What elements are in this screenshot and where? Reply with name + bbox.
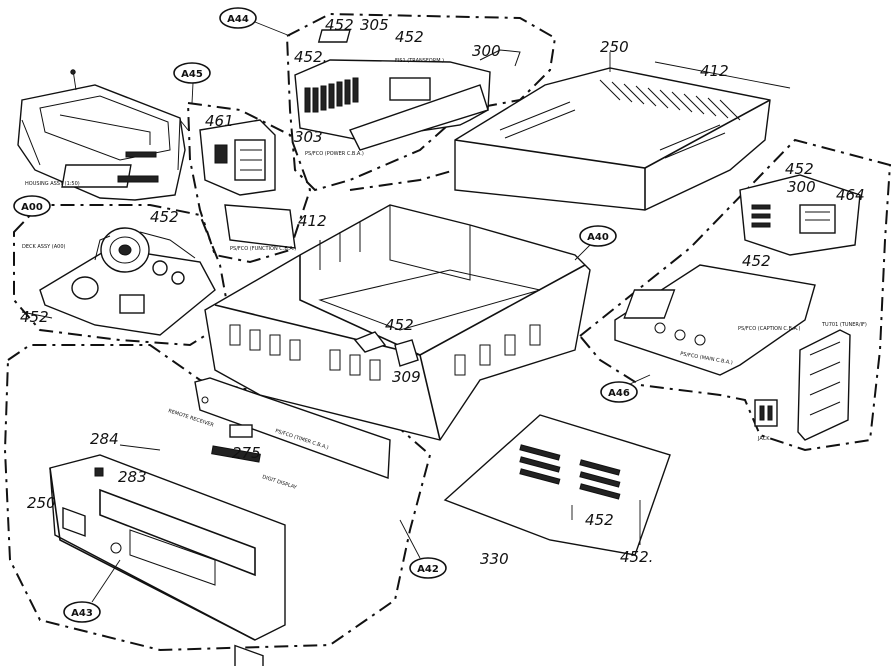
digit-display-label: DIGIT DISPLAY <box>261 474 298 491</box>
timer-board <box>119 377 391 479</box>
part-number-452: 452 <box>325 16 354 34</box>
part-number-452: 452 <box>785 160 814 178</box>
part-number-452: 452. <box>620 548 653 566</box>
section-a46-badge: A46 <box>600 374 651 403</box>
part-number-412: 412 <box>700 62 729 80</box>
section-a40-badge: A40 <box>574 225 617 261</box>
part-number-464: 464 <box>836 186 865 204</box>
function-cba-label: PS/FCO (FUNCTION C.B.A.) <box>230 246 296 252</box>
part-number-300: 300 <box>787 178 816 196</box>
svg-text:A00: A00 <box>21 202 43 213</box>
svg-text:A45: A45 <box>181 69 203 80</box>
section-a43-badge: A43 <box>63 559 121 623</box>
part-number-250: 250 <box>600 38 629 56</box>
tuner-unit <box>754 329 851 441</box>
function-board <box>199 119 296 249</box>
section-a44-badge: A44 <box>219 7 291 37</box>
svg-text:A46: A46 <box>608 388 630 399</box>
section-a00-badge: A00 <box>13 195 51 217</box>
part-number-250: 250 <box>27 494 56 512</box>
deck-label: DECK ASSY (A00) <box>22 244 66 250</box>
section-a42-badge: A42 <box>399 519 447 579</box>
svg-text:A42: A42 <box>417 564 439 575</box>
power-cba-label: PS/FCO (POWER C.B.A.) <box>305 151 364 157</box>
svg-text:A43: A43 <box>71 608 93 619</box>
caption-cba-label: PS/FCO (CAPTION C.B.A.) <box>738 326 800 332</box>
part-number-452: 452 <box>585 511 614 529</box>
deck-assembly <box>21 227 216 336</box>
svg-text:A44: A44 <box>227 14 249 25</box>
part-number-305: 305 <box>360 16 389 34</box>
a42-a43-group-boundary <box>3 344 432 652</box>
part-number-461: 461 <box>205 112 234 130</box>
part-number-283: 283 <box>118 468 147 486</box>
part-number-275: 275 <box>232 444 261 462</box>
housing-assembly <box>17 69 189 201</box>
part-number-284: 284 <box>90 430 119 448</box>
part-number-452: 452 <box>742 252 771 270</box>
housing-label: HOUSING ASSY (1:50) <box>25 181 80 187</box>
transformer-label: FIS1 (TRANSFORM.) <box>395 58 444 64</box>
cabinet-to-chassis-boundary <box>349 169 456 191</box>
part-number-412: 412 <box>298 212 327 230</box>
front-panel <box>49 454 286 666</box>
a45-group-boundary <box>186 101 312 264</box>
svg-text:A40: A40 <box>587 232 609 243</box>
part-number-452: 452. <box>294 48 327 66</box>
part-number-330: 330 <box>480 550 509 568</box>
a46-group-boundary <box>578 138 892 452</box>
part-number-300: 300 <box>472 42 501 60</box>
caption-board <box>739 174 861 256</box>
part-number-452: 452 <box>20 308 49 326</box>
power-board <box>294 29 521 151</box>
part-number-309: 309 <box>392 368 421 386</box>
part-number-303: 303 <box>294 128 323 146</box>
jack-label: JACK <box>757 436 770 442</box>
section-a45-badge: A45 <box>173 62 211 104</box>
part-number-452: 452 <box>150 208 179 226</box>
bottom-plate <box>443 414 671 556</box>
top-cabinet <box>454 52 791 211</box>
main-chassis <box>204 204 591 441</box>
tuner-label: TU701 (TUNER/IF) <box>821 322 867 328</box>
part-number-452: 452 <box>385 316 414 334</box>
part-number-452: 452 <box>395 28 424 46</box>
main-board <box>614 264 816 376</box>
